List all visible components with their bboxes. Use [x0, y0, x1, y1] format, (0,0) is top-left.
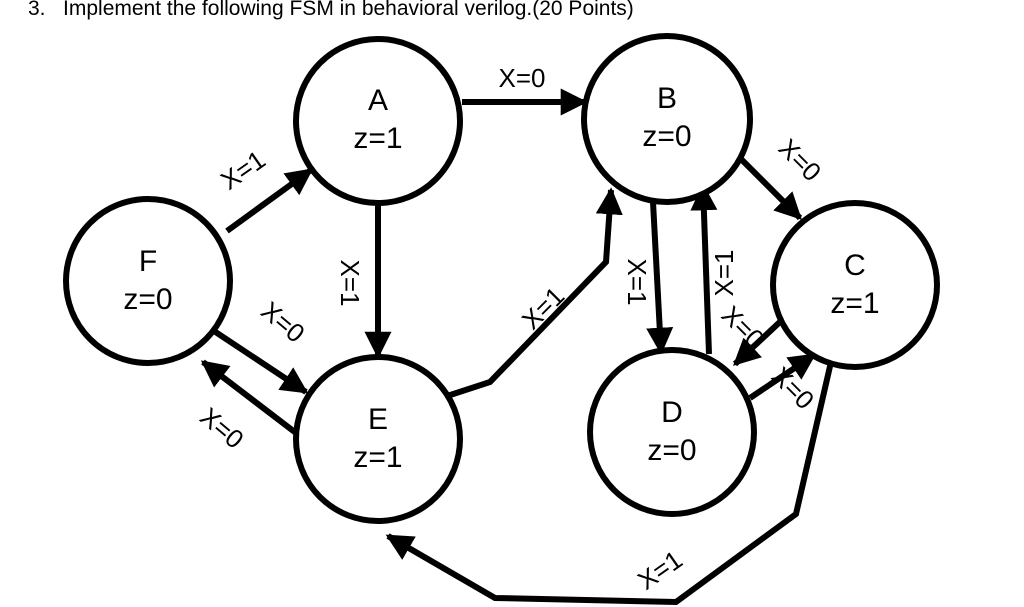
transitions	[200, 88, 834, 606]
state-a-circle	[293, 36, 463, 206]
state-e-name: E	[368, 403, 388, 436]
state-a-name: A	[368, 84, 388, 117]
state-b-output: z=0	[642, 120, 691, 153]
states: A z=1 B z=0 C z=1 D z=0 E z=1 F z=0	[63, 33, 940, 524]
state-c-output: z=1	[830, 287, 879, 320]
state-f-name: F	[139, 245, 157, 278]
state-d-circle	[587, 347, 757, 517]
edge-b-c	[734, 152, 803, 221]
state-c-circle	[770, 200, 940, 370]
question-text: Implement the following FSM in behaviora…	[63, 0, 634, 20]
state-e: E z=1	[293, 354, 463, 524]
question-number: 3.	[28, 0, 46, 20]
state-d-name: D	[661, 396, 683, 429]
state-c-name: C	[844, 249, 866, 282]
edge-f-e	[212, 328, 309, 395]
edge-b-c-label: X=0	[773, 133, 827, 187]
state-a: A z=1	[293, 36, 463, 206]
state-b: B z=0	[581, 33, 753, 205]
edge-b-d-label: X=1	[622, 259, 652, 306]
state-f-circle	[63, 196, 233, 366]
state-b-circle	[581, 33, 753, 205]
edge-d-c	[748, 352, 817, 401]
state-d-output: z=0	[647, 434, 696, 467]
state-e-circle	[293, 354, 463, 524]
question-heading: 3. Implement the following FSM in behavi…	[28, 0, 634, 21]
edge-f-e-label: X=0	[255, 295, 310, 348]
edge-e-b-label: X=1	[516, 281, 570, 335]
edge-c-e-label: X=1	[632, 544, 688, 596]
state-c: C z=1	[770, 200, 940, 370]
edge-c-d-label: X=0	[716, 300, 770, 354]
edge-c-d	[732, 317, 785, 367]
edge-d-c-label: X=0	[766, 361, 820, 415]
edge-d-b-label: X=1	[709, 250, 739, 297]
edge-f-a	[225, 167, 314, 234]
state-f-output: z=0	[123, 283, 172, 316]
edge-a-b-label: X=0	[499, 63, 546, 93]
edge-e-f-label: X=0	[194, 401, 249, 454]
state-e-output: z=1	[353, 441, 402, 474]
edge-a-e-label: X=1	[335, 260, 365, 307]
state-d: D z=0	[587, 347, 757, 517]
edge-e-f	[200, 359, 298, 436]
edge-f-a-label: X=1	[215, 144, 271, 196]
edge-c-e	[385, 361, 834, 606]
edge-e-b	[440, 187, 623, 401]
edge-b-d	[646, 201, 674, 355]
state-b-name: B	[657, 82, 677, 115]
state-a-output: z=1	[353, 122, 402, 155]
edge-d-b	[690, 183, 718, 355]
state-f: F z=0	[63, 196, 233, 366]
